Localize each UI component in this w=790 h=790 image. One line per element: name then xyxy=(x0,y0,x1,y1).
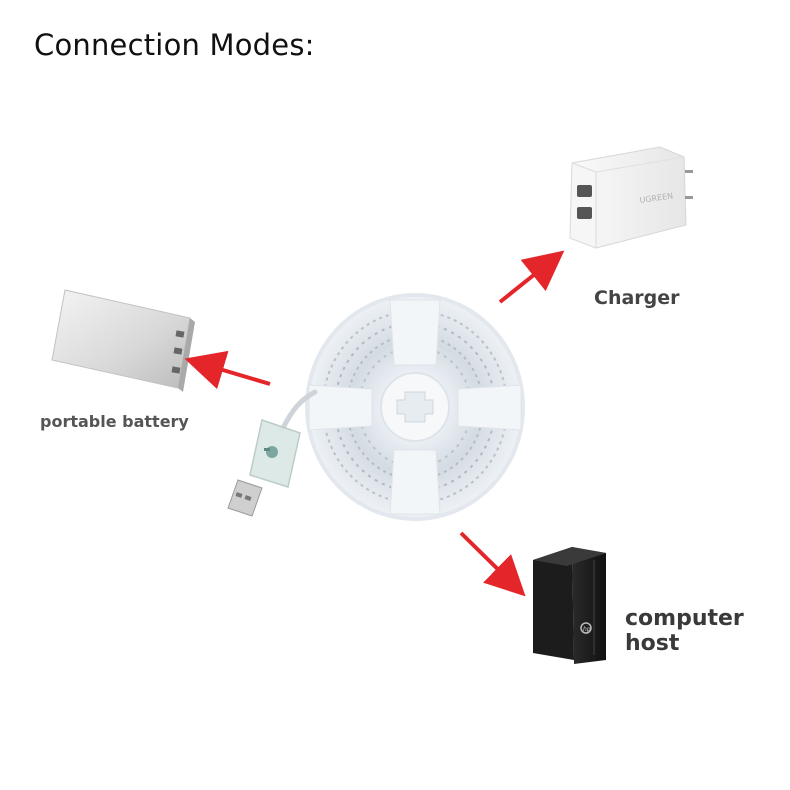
usb-plug-icon xyxy=(227,389,318,517)
led-strip-reel-icon xyxy=(305,293,525,521)
power-bank-icon xyxy=(51,289,195,392)
arrow-to-charger xyxy=(498,250,565,304)
computer-label: computer host xyxy=(625,606,744,656)
arrow-to-computer xyxy=(459,531,526,597)
computer-label-line2: host xyxy=(625,631,680,656)
charger-label: Charger xyxy=(594,287,680,309)
arrow-to-battery xyxy=(184,350,271,390)
computer-label-line1: computer xyxy=(625,606,744,631)
usb-wall-charger-icon: UGREEN xyxy=(569,146,693,249)
svg-text:hp: hp xyxy=(583,626,591,633)
battery-label: portable battery xyxy=(40,412,189,431)
desktop-tower-icon: hp xyxy=(533,547,606,664)
page-title: Connection Modes: xyxy=(34,28,315,62)
